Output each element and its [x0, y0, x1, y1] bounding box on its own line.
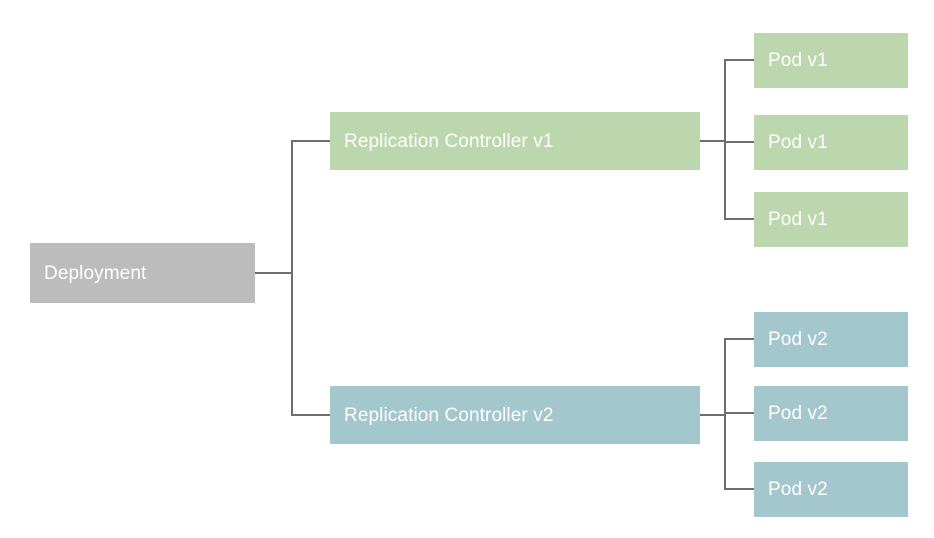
- node-deployment-label: Deployment: [44, 262, 147, 284]
- node-pod-v1-1-label: Pod v1: [768, 50, 828, 71]
- node-pod-v1-3-label: Pod v1: [768, 209, 828, 230]
- node-pod-v2-1[interactable]: Pod v2: [754, 312, 908, 367]
- node-replication-controller-v2[interactable]: Replication Controller v2: [330, 386, 700, 444]
- node-pod-v1-3[interactable]: Pod v1: [754, 192, 908, 247]
- node-pod-v1-1[interactable]: Pod v1: [754, 33, 908, 88]
- node-pod-v2-3-label: Pod v2: [768, 479, 828, 500]
- node-deployment[interactable]: Deployment: [30, 243, 255, 303]
- node-replication-controller-v1-label: Replication Controller v1: [344, 130, 554, 152]
- node-pod-v2-3[interactable]: Pod v2: [754, 462, 908, 517]
- node-replication-controller-v2-label: Replication Controller v2: [344, 404, 554, 426]
- node-pod-v2-1-label: Pod v2: [768, 329, 828, 350]
- node-pod-v2-2-label: Pod v2: [768, 403, 828, 424]
- node-pod-v1-2[interactable]: Pod v1: [754, 115, 908, 170]
- node-replication-controller-v1[interactable]: Replication Controller v1: [330, 112, 700, 170]
- node-pod-v2-2[interactable]: Pod v2: [754, 386, 908, 441]
- node-pod-v1-2-label: Pod v1: [768, 132, 828, 153]
